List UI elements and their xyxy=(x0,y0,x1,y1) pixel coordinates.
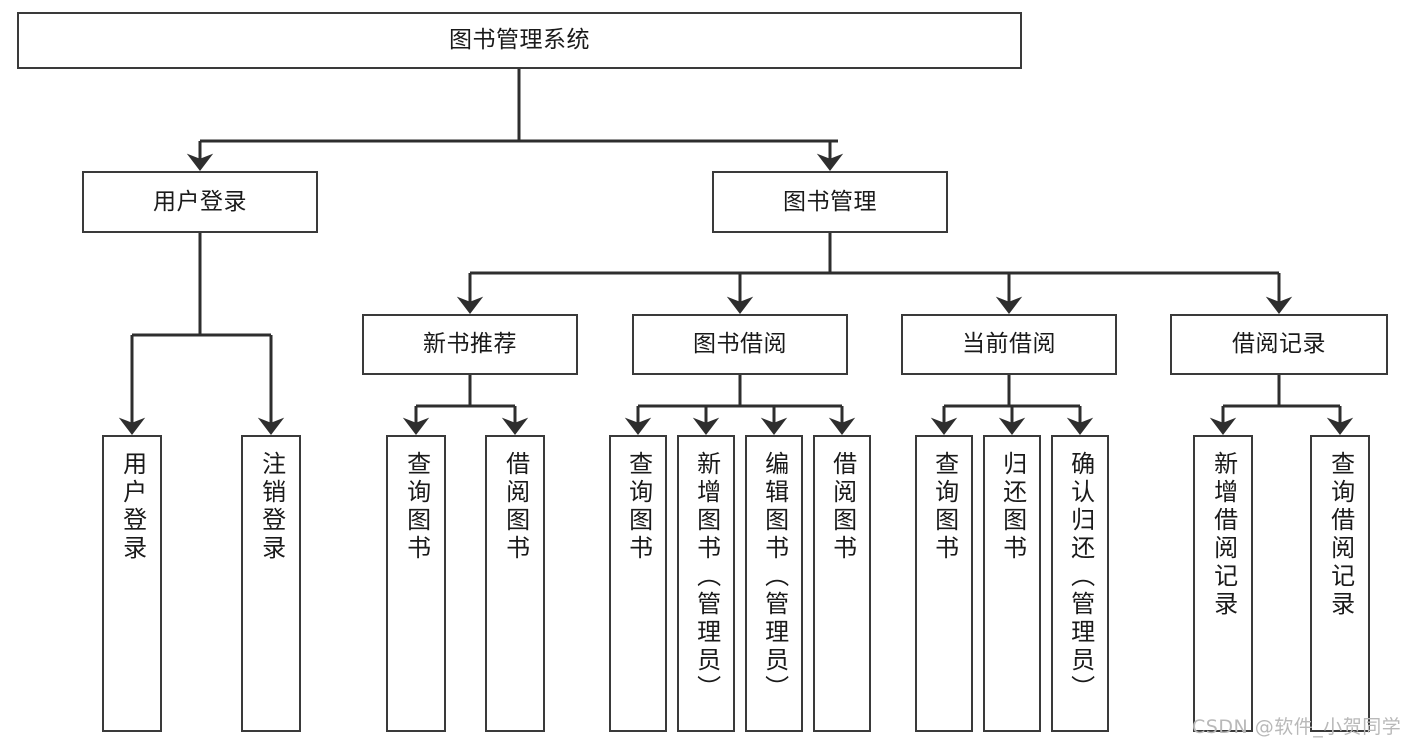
node-book-borrow[interactable]: 图书借阅 xyxy=(632,314,848,375)
node-leaf-query-book-2-label: 查询图书 xyxy=(624,451,653,563)
node-current-borrow-label: 当前借阅 xyxy=(962,331,1056,358)
node-leaf-borrow-book-1-label: 借阅图书 xyxy=(501,451,530,563)
node-leaf-query-book-2[interactable]: 查询图书 xyxy=(609,435,667,732)
node-leaf-user-login-label: 用户登录 xyxy=(118,451,147,563)
node-leaf-borrow-book-2[interactable]: 借阅图书 xyxy=(813,435,871,732)
node-leaf-borrow-book-1[interactable]: 借阅图书 xyxy=(485,435,545,732)
node-leaf-add-borrow-record[interactable]: 新增借阅记录 xyxy=(1193,435,1253,732)
node-new-book-recommend[interactable]: 新书推荐 xyxy=(362,314,578,375)
node-leaf-user-logout[interactable]: 注销登录 xyxy=(241,435,301,732)
node-leaf-query-borrow-record[interactable]: 查询借阅记录 xyxy=(1310,435,1370,732)
node-leaf-add-book-label: 新增图书（管理员） xyxy=(692,451,721,703)
node-leaf-user-login[interactable]: 用户登录 xyxy=(102,435,162,732)
node-leaf-add-borrow-record-label: 新增借阅记录 xyxy=(1209,451,1238,619)
node-leaf-user-logout-label: 注销登录 xyxy=(257,451,286,563)
node-leaf-return-book[interactable]: 归还图书 xyxy=(983,435,1041,732)
node-leaf-query-book-3[interactable]: 查询图书 xyxy=(915,435,973,732)
node-book-manage-label: 图书管理 xyxy=(783,188,877,215)
node-leaf-query-book-1-label: 查询图书 xyxy=(402,451,431,563)
node-user-login-label: 用户登录 xyxy=(153,188,247,215)
node-leaf-confirm-return-label: 确认归还（管理员） xyxy=(1066,451,1095,703)
node-book-manage[interactable]: 图书管理 xyxy=(712,171,948,233)
watermark-text: CSDN @软件_小贺同学 xyxy=(1192,716,1402,738)
node-leaf-return-book-label: 归还图书 xyxy=(998,451,1027,563)
node-root-label: 图书管理系统 xyxy=(449,27,590,54)
node-book-borrow-label: 图书借阅 xyxy=(693,331,787,358)
node-leaf-edit-book[interactable]: 编辑图书（管理员） xyxy=(745,435,803,732)
node-leaf-add-book[interactable]: 新增图书（管理员） xyxy=(677,435,735,732)
node-leaf-edit-book-label: 编辑图书（管理员） xyxy=(760,451,789,703)
node-leaf-query-borrow-record-label: 查询借阅记录 xyxy=(1326,451,1355,619)
node-leaf-borrow-book-2-label: 借阅图书 xyxy=(828,451,857,563)
node-user-login[interactable]: 用户登录 xyxy=(82,171,318,233)
node-leaf-confirm-return[interactable]: 确认归还（管理员） xyxy=(1051,435,1109,732)
node-current-borrow[interactable]: 当前借阅 xyxy=(901,314,1117,375)
node-new-book-recommend-label: 新书推荐 xyxy=(423,331,517,358)
node-leaf-query-book-3-label: 查询图书 xyxy=(930,451,959,563)
node-leaf-query-book-1[interactable]: 查询图书 xyxy=(386,435,446,732)
node-borrow-record-label: 借阅记录 xyxy=(1232,331,1326,358)
node-borrow-record[interactable]: 借阅记录 xyxy=(1170,314,1388,375)
node-root[interactable]: 图书管理系统 xyxy=(17,12,1022,69)
